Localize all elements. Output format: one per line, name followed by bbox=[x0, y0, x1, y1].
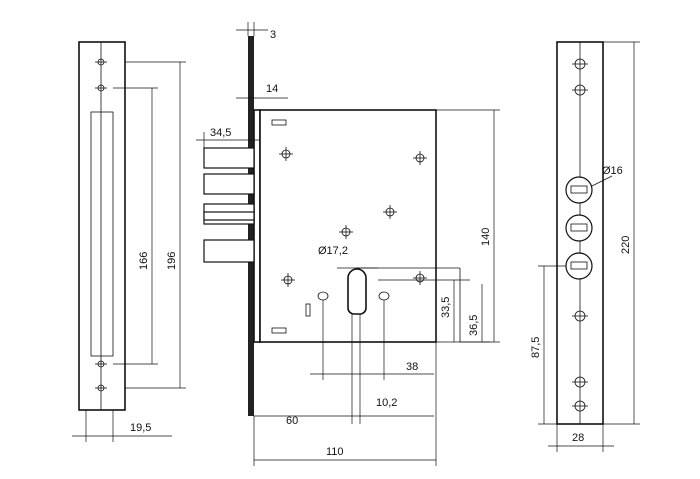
dim-case-height: 140 bbox=[480, 228, 492, 246]
strike-bolt-holes bbox=[565, 176, 593, 280]
strike-plate-view: Ø16 220 87,5 28 bbox=[530, 41, 640, 452]
lock-body-view: Ø17,2 3 14 34,5 140 33,5 36,5 38 bbox=[196, 22, 500, 466]
dim-spindle-a: 33,5 bbox=[440, 297, 452, 318]
dim-hole-diameter: Ø16 bbox=[602, 165, 623, 177]
dim-spindle-offset: 10,2 bbox=[376, 397, 397, 409]
front-plate-view: 166 196 19,5 bbox=[72, 41, 186, 442]
dim-backset: 60 bbox=[286, 415, 298, 427]
dim-cylinder-diameter: Ø17,2 bbox=[318, 245, 348, 257]
front-plate-outline bbox=[78, 41, 126, 411]
dim-case-width: 110 bbox=[326, 446, 344, 458]
dim-strike-length: 220 bbox=[620, 236, 632, 254]
dim-offset: 14 bbox=[266, 83, 278, 95]
dim-thickness: 3 bbox=[270, 29, 276, 41]
front-plate-inner-slot bbox=[90, 111, 114, 357]
front-plate-screw-holes bbox=[95, 58, 107, 392]
dim-spindle-b: 36,5 bbox=[468, 315, 480, 336]
side-faceplate bbox=[248, 36, 254, 416]
dim-bolt-throw: 34,5 bbox=[210, 127, 231, 139]
dim-strike-distance: 87,5 bbox=[530, 337, 542, 358]
cylinder-cutout bbox=[347, 268, 367, 315]
dim-faceplate-width: 19,5 bbox=[130, 422, 151, 434]
dim-spacing-38: 38 bbox=[406, 361, 418, 373]
dim-strike-width: 28 bbox=[572, 432, 584, 444]
dim-plate-length: 196 bbox=[166, 252, 178, 270]
lock-bolts bbox=[203, 147, 255, 263]
case-screw-holes bbox=[279, 147, 427, 287]
dim-inner-length: 166 bbox=[138, 252, 150, 270]
strike-plate-screw-holes bbox=[572, 58, 588, 412]
